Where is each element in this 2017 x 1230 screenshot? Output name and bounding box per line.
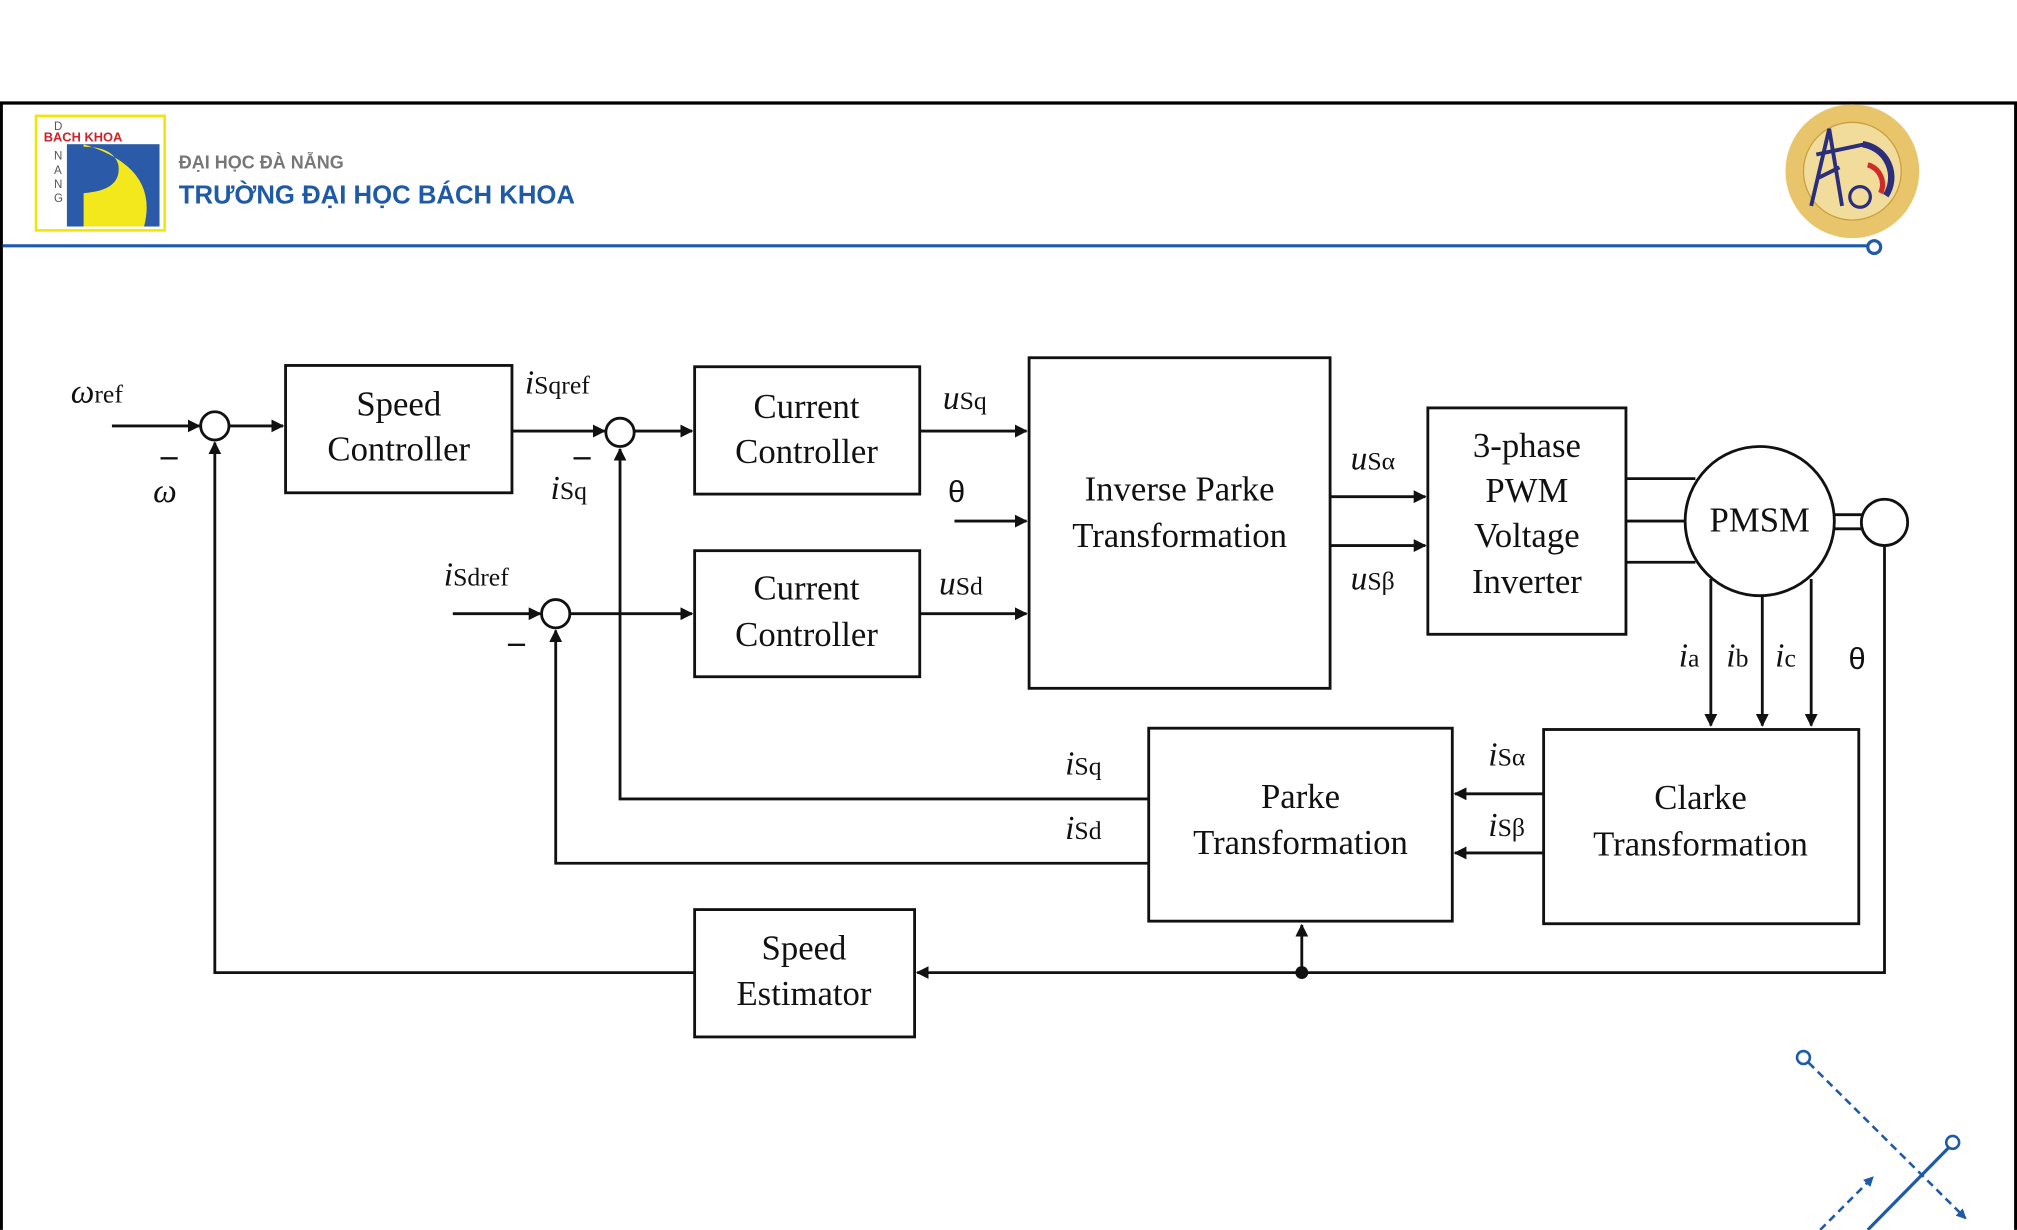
speed-sum-junction (199, 410, 231, 442)
svg-text:Clarke: Clarke (1654, 778, 1747, 817)
label-usbeta: uSβ (1351, 560, 1395, 597)
svg-text:PMSM: PMSM (1710, 500, 1810, 539)
svg-text:3-phase: 3-phase (1473, 426, 1581, 465)
svg-text:Estimator: Estimator (736, 974, 871, 1013)
inverse-parke-block: Inverse Parke Transformation (1027, 356, 1332, 690)
svg-text:Inverter: Inverter (1472, 562, 1582, 601)
svg-text:Current: Current (754, 569, 860, 608)
university-line: ĐẠI HỌC ĐÀ NẴNG (179, 152, 344, 173)
label-ia: ia (1679, 637, 1700, 674)
svg-text:N: N (54, 151, 62, 163)
label-isqref: iSqref (525, 365, 590, 402)
corner-decoration (1795, 1049, 1967, 1230)
position-sensor (1859, 497, 1910, 547)
label-ib: ib (1726, 637, 1748, 674)
svg-text:N: N (54, 179, 62, 191)
svg-text:PWM: PWM (1485, 471, 1568, 510)
id-sum-junction (540, 598, 572, 630)
label-theta-out: θ (1848, 641, 1865, 676)
pmsm-motor: PMSM (1625, 445, 1863, 598)
label-isalpha: iSα (1488, 737, 1525, 774)
svg-text:Controller: Controller (735, 432, 878, 471)
svg-text:G: G (54, 193, 63, 205)
svg-text:Controller: Controller (735, 615, 878, 654)
svg-text:Transformation: Transformation (1193, 823, 1408, 862)
svg-text:Voltage: Voltage (1474, 516, 1579, 555)
minus-sign: – (160, 437, 178, 474)
label-omega: ω (153, 473, 177, 510)
signal-lines (111, 419, 1886, 980)
current-controller-q-block: Current Controller (693, 365, 922, 496)
slide-frame (0, 101, 2017, 1230)
parke-block: Parke Transformation (1147, 726, 1454, 923)
svg-text:Inverse Parke: Inverse Parke (1085, 470, 1275, 509)
label-isq: iSq (1065, 746, 1102, 783)
svg-text:Speed: Speed (762, 929, 847, 968)
svg-text:Controller: Controller (327, 430, 470, 469)
label-ic: ic (1775, 637, 1796, 674)
speed-controller-block: Speed Controller (284, 364, 514, 495)
svg-text:D: D (54, 121, 62, 133)
svg-text:Transformation: Transformation (1072, 516, 1287, 555)
label-usd: uSd (939, 565, 983, 602)
speed-estimator-block: Speed Estimator (693, 908, 917, 1039)
label-isq-feedback: iSq (551, 470, 588, 507)
label-omega-ref: ωref (71, 374, 124, 411)
label-usq: uSq (943, 380, 987, 417)
label-isdref: iSdref (444, 556, 509, 593)
minus-sign: – (507, 623, 525, 660)
svg-text:Current: Current (754, 387, 860, 426)
iq-sum-junction (604, 416, 636, 448)
current-controller-d-block: Current Controller (693, 549, 922, 679)
minus-sign: – (573, 437, 591, 474)
svg-text:Transformation: Transformation (1593, 825, 1808, 864)
bach-khoa-logo: D BACH KHOA N A N G (34, 114, 166, 232)
svg-text:Speed: Speed (356, 385, 441, 424)
inverter-block: 3-phase PWM Voltage Inverter (1426, 406, 1628, 636)
label-isbeta: iSβ (1488, 807, 1525, 844)
label-theta-in: θ (948, 474, 965, 509)
khoa-dien-seal (1785, 104, 1920, 239)
svg-text:A: A (54, 165, 62, 177)
label-usalpha: uSα (1351, 441, 1396, 478)
clarke-block: Clarke Transformation (1542, 728, 1861, 926)
school-name: TRƯỜNG ĐẠI HỌC BÁCH KHOA (179, 179, 575, 209)
header-rule-end (1866, 239, 1883, 256)
svg-text:Parke: Parke (1261, 777, 1340, 816)
svg-text:BACH KHOA: BACH KHOA (44, 130, 123, 145)
label-isd: iSd (1065, 810, 1102, 847)
